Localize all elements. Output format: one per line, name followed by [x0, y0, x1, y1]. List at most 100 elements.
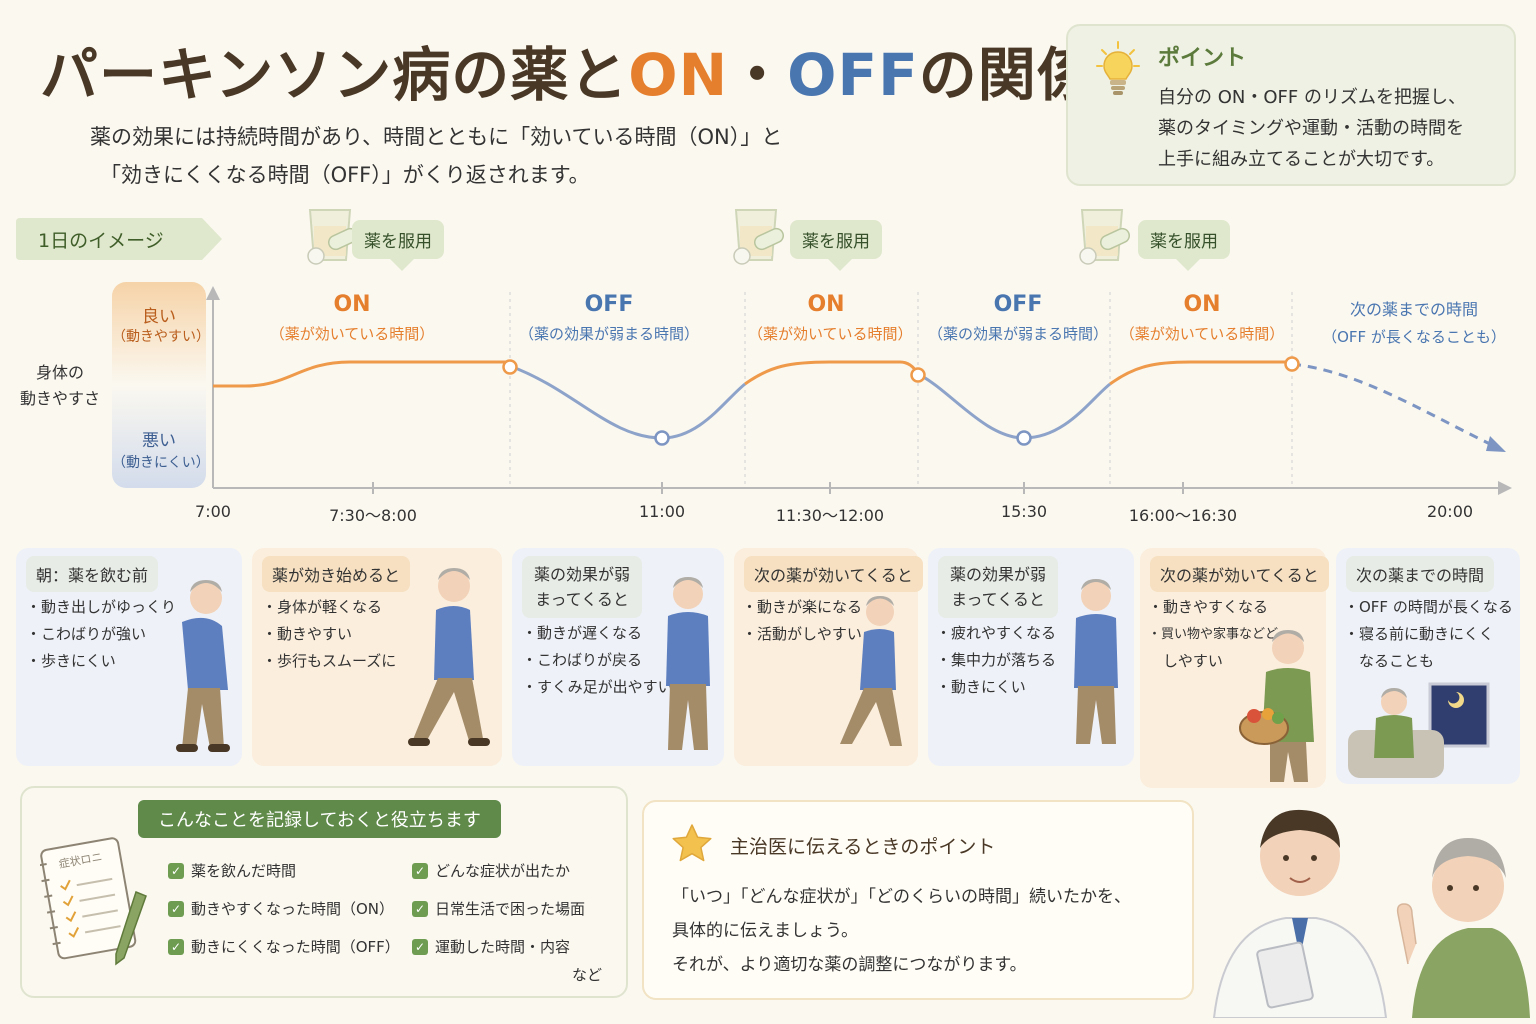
intro-line-2: 「効きにくくなる時間（OFF）」がくり返されます。: [100, 163, 590, 187]
phase-sub: （OFF が長くなることも）: [1322, 328, 1506, 346]
card-heading: 薬が効き始めると: [262, 556, 411, 592]
card-list: ・動きやすくなる ・買い物や家事などど しやすい: [1148, 594, 1278, 675]
title-dot: ・: [728, 41, 788, 109]
card-heading-text: 薬の効果が弱まってくると: [949, 565, 1046, 609]
record-item: ✓ 日常生活で困った場面: [412, 898, 585, 919]
card-item: ・こわばりが戻る: [522, 651, 643, 669]
off-curve-2: [917, 372, 1111, 440]
record-etc: など: [572, 966, 603, 984]
page-title: パーキンソン病の薬とON・OFFの関係: [40, 28, 1096, 112]
record-item-text: どんな症状が出たか: [435, 862, 571, 880]
dose-pointer: [1176, 259, 1200, 271]
dose-label: 薬を服用: [1138, 220, 1230, 259]
phase-title: ON: [1183, 292, 1221, 317]
dose-pointer: [390, 259, 414, 271]
card-item: ・こわばりが強い: [26, 625, 147, 643]
tick-label: 11:00: [638, 502, 686, 521]
phase-label-2: OFF （薬の効果が弱まる時間）: [512, 292, 706, 344]
record-item: ✓ 薬を飲んだ時間: [168, 860, 296, 881]
checkbox-checked-icon: ✓: [168, 862, 184, 879]
on-curve-1: [213, 360, 510, 388]
record-item-text: 動きやすくなった時間（ON）: [191, 900, 395, 918]
day-tag-label: 1日のイメージ: [38, 230, 164, 252]
state-card-2: 薬が効き始めると ・身体が軽くなる ・動きやすい ・歩行もスムーズに: [252, 548, 502, 766]
next-dose-arrow: [1486, 436, 1506, 452]
point-marker: [1284, 356, 1300, 372]
card-heading: 次の薬が効いてくると: [744, 556, 923, 592]
phase-dividers: [509, 292, 1293, 486]
record-item: ✓ 動きやすくなった時間（ON）: [168, 898, 394, 919]
checkbox-checked-icon: ✓: [412, 900, 428, 917]
tick-label: 11:30〜12:00: [775, 506, 885, 525]
card-list: ・疲れやすくなる ・集中力が落ちる ・動きにくい: [936, 620, 1056, 701]
record-item-text: 日常生活で困った場面: [435, 900, 586, 918]
card-item: ・すくみ足が出やすい: [522, 678, 673, 696]
doctor-tips-text: 「いつ」「どんな症状が」「どのくらいの時間」続いたかを、 具体的に伝えましょう。…: [672, 880, 1131, 982]
card-item: ・歩きにくい: [26, 652, 116, 670]
lightbulb-icon: [1096, 40, 1140, 104]
point-marker: [1016, 430, 1032, 446]
card-item: ・買い物や家事などど: [1148, 627, 1279, 642]
card-item: しやすい: [1148, 652, 1223, 670]
card-heading-text: 薬の効果が弱まってくると: [533, 565, 630, 609]
card-item: ・疲れやすくなる: [936, 624, 1057, 642]
elderly-man-armchair-night-illustration: [1348, 682, 1490, 778]
on-curve-3: [1109, 360, 1292, 386]
on-curve-2: [744, 360, 920, 386]
state-card-7: 次の薬までの時間 ・OFF の時間が長くなる ・寝る前に動きにくく なることも: [1336, 548, 1520, 784]
next-dose-dashed-curve: [1291, 362, 1491, 446]
mobility-scale: 良い （動きやすい） 悪い （動きにくい）: [112, 282, 210, 488]
record-item-text: 動きにくくなった時間（OFF）: [191, 938, 400, 956]
phase-sub: （薬が効いている時間）: [269, 325, 435, 343]
checkbox-checked-icon: ✓: [168, 938, 184, 955]
card-heading: 次の薬までの時間: [1346, 556, 1495, 592]
title-on: ON: [628, 41, 729, 109]
scale-good: 良い: [142, 307, 176, 327]
point-title: ポイント: [1158, 46, 1247, 71]
elderly-man-walking-illustration: [408, 568, 490, 746]
elderly-man-stooped-illustration: [176, 580, 230, 752]
phase-title: ON: [333, 292, 371, 317]
tick-label: 15:30: [1000, 502, 1048, 521]
doctor-line-2: 具体的に伝えましょう。: [672, 921, 858, 941]
card-item: ・動きが遅くなる: [522, 624, 643, 642]
state-card-6: 次の薬が効いてくると ・動きやすくなる ・買い物や家事などど しやすい: [1140, 548, 1329, 788]
record-box: こんなことを記録しておくと役立ちます 症状ロニ ✓薬を飲んだ時間 ✓どんな症状が…: [20, 786, 628, 998]
doctor-tips-box: 主治医に伝えるときのポイント 「いつ」「どんな症状が」「どのくらいの時間」続いた…: [642, 800, 1194, 1000]
phase-label-6: 次の薬までの時間 （OFF が長くなることも）: [1300, 296, 1528, 347]
checkbox-checked-icon: ✓: [412, 862, 428, 879]
card-item: ・OFF の時間が長くなる: [1344, 598, 1513, 616]
scale-bad-sub: （動きにくい）: [112, 455, 210, 471]
star-icon: [672, 824, 712, 862]
card-item: ・歩行もスムーズに: [262, 652, 397, 670]
card-item: ・動きやすい: [262, 625, 353, 643]
state-card-1: 朝：薬を飲む前 ・動き出しがゆっくり ・こわばりが強い ・歩きにくい: [16, 548, 242, 766]
intro-line-1: 薬の効果には持続時間があり、時間とともに「効いている時間（ON）」と: [90, 125, 783, 149]
doctor-line-3: それが、より適切な薬の調整につながります。: [672, 955, 1027, 975]
point-text: 自分の ON・OFF のリズムを把握し、 薬のタイミングや運動・活動の時間を 上…: [1158, 82, 1466, 175]
phase-sub: （薬の効果が弱まる時間）: [927, 325, 1108, 343]
card-list: ・身体が軽くなる ・動きやすい ・歩行もスムーズに: [262, 594, 396, 675]
checkbox-checked-icon: ✓: [168, 900, 184, 917]
point-marker: [910, 367, 926, 383]
y-axis-arrow: [206, 286, 220, 300]
y-label-line-1: 身体の: [35, 363, 84, 382]
record-item-text: 運動した時間・内容: [435, 938, 571, 956]
card-heading: 次の薬が効いてくると: [1150, 556, 1329, 592]
point-box: ポイント 自分の ON・OFF のリズムを把握し、 薬のタイミングや運動・活動の…: [1066, 24, 1516, 186]
record-item-text: 薬を飲んだ時間: [191, 862, 297, 880]
card-item: ・動き出しがゆっくり: [26, 598, 177, 616]
state-card-5: 薬の効果が弱まってくると ・疲れやすくなる ・集中力が落ちる ・動きにくい: [928, 548, 1134, 766]
card-item: ・集中力が落ちる: [936, 651, 1057, 669]
elderly-man-standing-illustration: [666, 577, 710, 750]
phase-label-3: ON （薬が効いている時間）: [748, 292, 913, 344]
title-text: パーキンソン病の薬と: [40, 41, 629, 109]
x-axis-arrow: [1498, 481, 1512, 495]
dose-label: 薬を服用: [352, 220, 444, 259]
phase-title: 次の薬までの時間: [1349, 300, 1478, 319]
mobility-chart: [206, 286, 1512, 495]
elderly-man-tired-illustration: [1074, 579, 1118, 744]
phase-label-5: ON （薬が効いている時間）: [1114, 292, 1290, 344]
card-item: ・動きが楽になる: [742, 598, 863, 616]
card-list: ・動き出しがゆっくり ・こわばりが強い ・歩きにくい: [26, 594, 176, 675]
